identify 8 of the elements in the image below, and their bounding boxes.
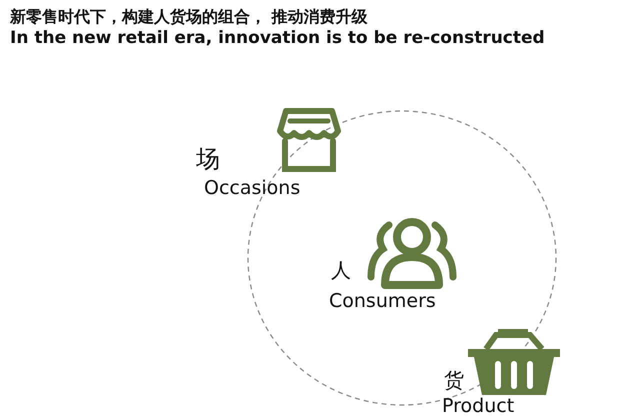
- english-label: Product: [442, 395, 514, 417]
- english-label: Consumers: [329, 290, 436, 312]
- heading: 新零售时代下，构建人货场的组合， 推动消费升级: [10, 7, 368, 28]
- english-label: Occasions: [204, 177, 300, 199]
- chinese-label: 货: [444, 367, 464, 394]
- chinese-label: 场: [196, 144, 220, 175]
- subheading: In the new retail era, innovation is to be re-constructed: [10, 28, 545, 48]
- chinese-label: 人: [331, 257, 351, 284]
